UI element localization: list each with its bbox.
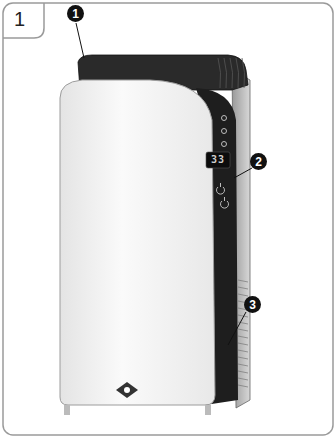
display-window	[206, 152, 230, 168]
foot	[205, 405, 211, 415]
callout-number: 3	[244, 296, 261, 313]
brand-logo	[116, 382, 138, 398]
front-panel	[60, 80, 215, 405]
top-vents	[218, 58, 245, 88]
callout-number: 2	[250, 153, 267, 170]
frame	[3, 3, 333, 435]
figure-tab	[3, 3, 44, 38]
callout-number: 1	[67, 5, 84, 22]
side-grille	[238, 280, 248, 387]
foot	[64, 405, 70, 415]
leader-lines	[76, 23, 252, 345]
display-digits: 33	[211, 155, 225, 165]
figure-number: 1	[14, 9, 25, 29]
